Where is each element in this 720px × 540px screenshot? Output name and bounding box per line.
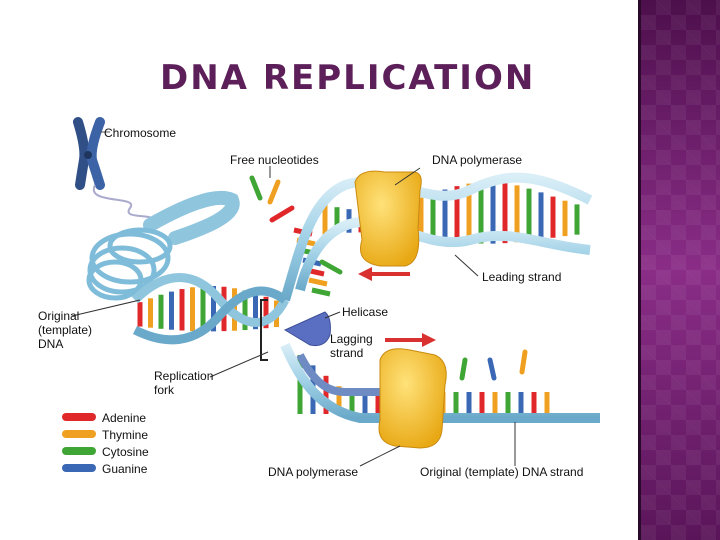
legend-swatch-thymine bbox=[62, 430, 96, 438]
decorative-side-panel bbox=[641, 0, 720, 540]
label-fork-line1: Replication bbox=[154, 369, 213, 383]
base-pair-bar bbox=[311, 287, 331, 297]
label-original-line3: DNA bbox=[38, 337, 63, 351]
template-backbone-1 bbox=[131, 273, 290, 327]
free-nucleotides bbox=[249, 175, 528, 381]
legend-label-thymine: Thymine bbox=[102, 428, 148, 442]
label-fork-line2: fork bbox=[154, 383, 175, 397]
legend-swatch-cytosine bbox=[62, 447, 96, 455]
slide-title: DNA REPLICATION bbox=[160, 58, 536, 98]
leader-lines bbox=[71, 166, 516, 467]
replication-fork-bracket bbox=[260, 299, 268, 361]
label-leading-strand: Leading strand bbox=[482, 270, 561, 284]
dna-replication-diagram: Chromosome Free nucleotides DNA polymera… bbox=[38, 117, 600, 479]
chromatin-fiber bbox=[92, 184, 154, 226]
leading-backbone-lower bbox=[295, 216, 591, 292]
label-helicase: Helicase bbox=[342, 305, 388, 319]
dna-supercoils bbox=[86, 227, 173, 301]
label-original-line1: Original bbox=[38, 309, 79, 323]
template-backbone-2 bbox=[132, 286, 288, 345]
dna-polymerase-bottom bbox=[378, 348, 447, 449]
dna-coil-tube bbox=[143, 190, 240, 245]
lagging-new-strand bbox=[296, 353, 440, 396]
legend-swatch-guanine bbox=[62, 464, 96, 472]
base-pair-bar bbox=[308, 277, 328, 287]
label-dna-polymerase-bottom: DNA polymerase bbox=[268, 465, 358, 479]
lagging-strand-direction-arrow bbox=[385, 333, 436, 347]
label-chromosome: Chromosome bbox=[104, 126, 176, 140]
label-original-line2: (template) bbox=[38, 323, 92, 337]
dna-polymerase-top bbox=[354, 170, 422, 267]
label-original-template-strand: Original (template) DNA strand bbox=[420, 465, 583, 479]
label-free-nucleotides: Free nucleotides bbox=[230, 153, 319, 167]
helicase-enzyme bbox=[283, 311, 331, 346]
legend-label-adenine: Adenine bbox=[102, 411, 146, 425]
label-lagging-line1: Lagging bbox=[330, 332, 373, 346]
legend-label-cytosine: Cytosine bbox=[102, 445, 149, 459]
label-dna-polymerase-top: DNA polymerase bbox=[432, 153, 522, 167]
label-lagging-line2: strand bbox=[330, 346, 363, 360]
legend-label-guanine: Guanine bbox=[102, 462, 148, 476]
chromosome-icon bbox=[73, 117, 105, 190]
legend-swatch-adenine bbox=[62, 413, 96, 421]
template-backbone-lower bbox=[280, 343, 600, 423]
leading-strand-direction-arrow bbox=[358, 267, 410, 281]
side-panel-edge bbox=[638, 0, 641, 540]
